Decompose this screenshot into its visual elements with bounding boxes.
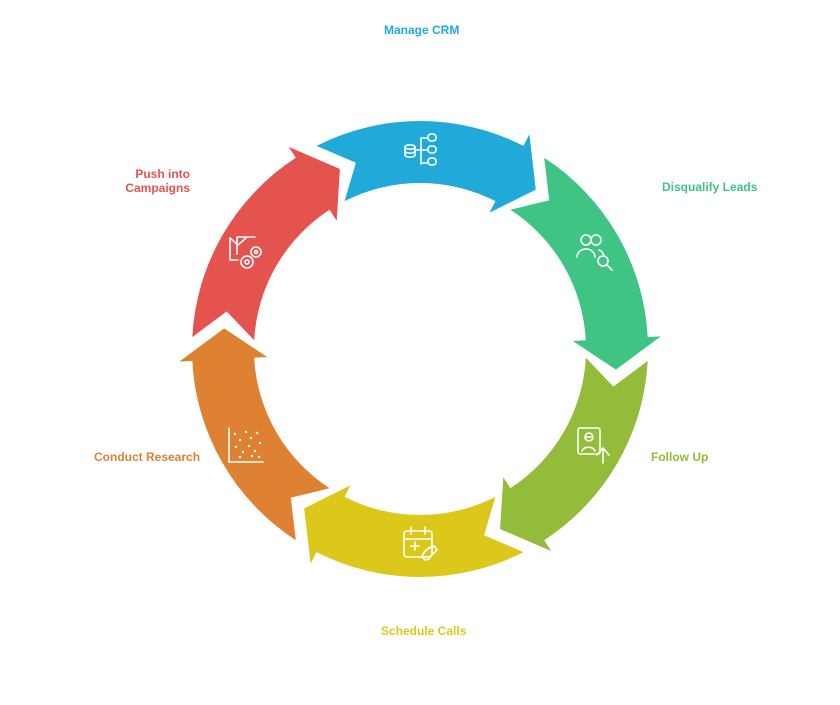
calendar-phone-icon bbox=[403, 526, 438, 561]
label-schedule-calls: Schedule Calls bbox=[381, 624, 467, 638]
label-follow-up: Follow Up bbox=[651, 450, 709, 464]
label-disqualify-leads: Disqualify Leads bbox=[662, 180, 758, 194]
label-push-into-campaigns: Push into Campaigns bbox=[125, 167, 190, 195]
database-stack-icon bbox=[404, 133, 437, 166]
segment-conduct-research bbox=[179, 328, 330, 541]
label-conduct-research: Conduct Research bbox=[94, 450, 201, 464]
segment-manage-crm bbox=[316, 121, 536, 213]
segment-disqualify-leads bbox=[510, 157, 661, 370]
contact-upload-icon bbox=[577, 427, 610, 464]
scatter-chart-icon bbox=[228, 427, 264, 463]
segment-push-into-campaigns bbox=[192, 146, 340, 341]
users-search-icon bbox=[576, 234, 613, 271]
mail-target-icon bbox=[229, 236, 262, 269]
segment-follow-up bbox=[500, 357, 648, 552]
label-manage-crm: Manage CRM bbox=[384, 23, 460, 37]
